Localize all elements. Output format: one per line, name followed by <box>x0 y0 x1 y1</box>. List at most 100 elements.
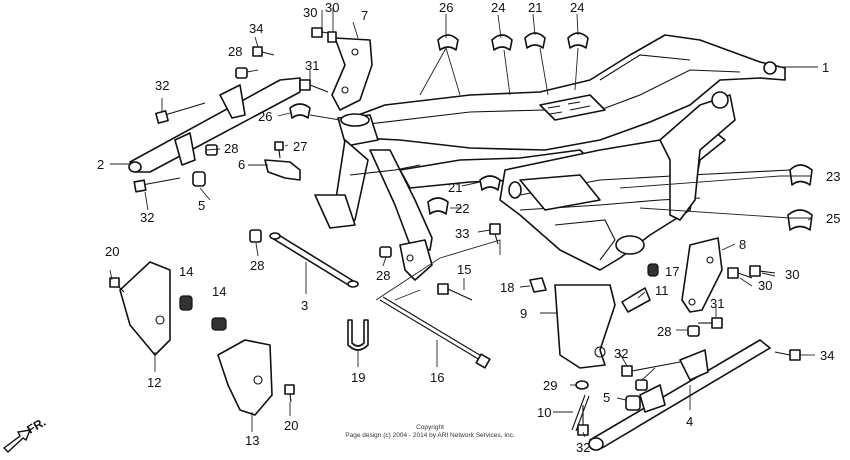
bracket-9 <box>554 284 616 369</box>
bolt-34-left <box>252 46 275 57</box>
callout-4: 4 <box>686 414 693 429</box>
callout-14-a: 14 <box>179 264 193 279</box>
plate-8 <box>681 237 723 313</box>
bolt-31-right <box>698 317 723 329</box>
callout-28-tube: 28 <box>250 258 264 273</box>
collar-29 <box>575 380 589 390</box>
bolt-32-d <box>577 405 589 436</box>
copyright-line-1: Copyright <box>416 424 444 431</box>
callout-33: 33 <box>455 226 469 241</box>
nut-18 <box>529 277 547 293</box>
clip-11 <box>621 287 651 313</box>
callout-31-right: 31 <box>710 296 724 311</box>
callout-28-left: 28 <box>224 141 238 156</box>
bolt-10 <box>571 394 590 432</box>
callout-20-bottom: 20 <box>284 418 298 433</box>
bolt-15 <box>437 283 473 301</box>
callout-28-top: 28 <box>228 44 242 59</box>
nut-28-lower <box>635 379 648 391</box>
bolt-30-right-a <box>749 265 776 277</box>
bracket-7 <box>331 37 373 111</box>
callout-19: 19 <box>351 370 365 385</box>
callout-10: 10 <box>537 405 551 420</box>
collar-5-left <box>192 171 206 187</box>
clamp-24-top-a <box>491 34 513 51</box>
callout-21-top: 21 <box>528 0 542 15</box>
bolt-34-right <box>774 349 801 361</box>
screw-20-left <box>109 277 125 293</box>
callout-31-top: 31 <box>305 58 319 73</box>
callout-22: 22 <box>455 201 469 216</box>
collar-5-right <box>625 395 641 411</box>
callout-29: 29 <box>543 378 557 393</box>
bolt-30-right-b <box>727 267 753 279</box>
screw-20-bottom <box>284 384 295 403</box>
copyright-notice: Copyright Page design (c) 2004 - 2014 by… <box>300 424 560 440</box>
callout-34-left: 34 <box>249 21 263 36</box>
clamp-19 <box>347 319 369 351</box>
callout-6: 6 <box>238 157 245 172</box>
callout-26-left: 26 <box>258 109 272 124</box>
nut-28-top <box>235 67 248 79</box>
clamp-24-top-b <box>567 32 589 49</box>
bolt-32-c <box>621 361 681 377</box>
bolt-32-b <box>133 177 181 193</box>
callout-7: 7 <box>361 8 368 23</box>
callout-21-center: 21 <box>448 180 462 195</box>
callout-17: 17 <box>665 264 679 279</box>
frame-body <box>314 34 791 281</box>
callout-32-d: 32 <box>576 440 590 455</box>
bolt-27 <box>274 141 284 159</box>
cover-12 <box>119 261 171 356</box>
bolt-30-top <box>311 27 337 43</box>
grommet-14-a <box>179 295 193 311</box>
callout-30-b: 30 <box>325 0 339 15</box>
clamp-25 <box>787 209 813 231</box>
copyright-line-2: Page design (c) 2004 - 2014 by ARI Netwo… <box>345 432 515 439</box>
bolt-16 <box>379 296 491 369</box>
callout-18: 18 <box>500 280 514 295</box>
callout-2: 2 <box>97 157 104 172</box>
leader-lines <box>109 8 818 438</box>
callout-30-d: 30 <box>758 278 772 293</box>
callout-28-mid: 28 <box>376 268 390 283</box>
grommet-14-b <box>211 317 227 331</box>
nut-28-mid <box>379 246 392 258</box>
callout-34-right: 34 <box>820 348 834 363</box>
bolt-33 <box>489 223 501 245</box>
bolt-31-top <box>299 79 329 93</box>
clamp-23 <box>789 164 813 186</box>
callout-labels: 1 2 3 4 5 5 6 7 8 9 10 11 12 13 14 14 15… <box>97 0 840 455</box>
callout-30-c: 30 <box>785 267 799 282</box>
callout-15: 15 <box>457 262 471 277</box>
clamp-26-top <box>437 34 459 51</box>
rail-4 <box>588 339 771 451</box>
clamp-22-center <box>427 197 449 215</box>
clamp-26-left <box>289 103 311 119</box>
callout-11: 11 <box>655 283 669 298</box>
part-2-rail <box>128 77 301 173</box>
bolt-32-a <box>155 102 206 124</box>
callout-16: 16 <box>430 370 444 385</box>
grommet-17 <box>647 263 659 277</box>
callout-14-b: 14 <box>212 284 226 299</box>
guard-6 <box>264 159 301 181</box>
callout-28-right: 28 <box>657 324 671 339</box>
callout-32-c: 32 <box>614 346 628 361</box>
callout-24-a: 24 <box>491 0 505 15</box>
clamp-21-center <box>479 175 501 191</box>
callout-32-a: 32 <box>155 78 169 93</box>
callout-23: 23 <box>826 169 840 184</box>
callout-30-a: 30 <box>303 5 317 20</box>
nut-28-right <box>687 325 700 337</box>
callout-26-top: 26 <box>439 0 453 15</box>
callout-9: 9 <box>520 306 527 321</box>
cover-13 <box>217 339 273 416</box>
callout-32-b: 32 <box>140 210 154 225</box>
callout-13: 13 <box>245 433 259 448</box>
callout-27: 27 <box>293 139 307 154</box>
callout-8: 8 <box>739 237 746 252</box>
callout-24-b: 24 <box>570 0 584 15</box>
callout-5-left: 5 <box>198 198 205 213</box>
